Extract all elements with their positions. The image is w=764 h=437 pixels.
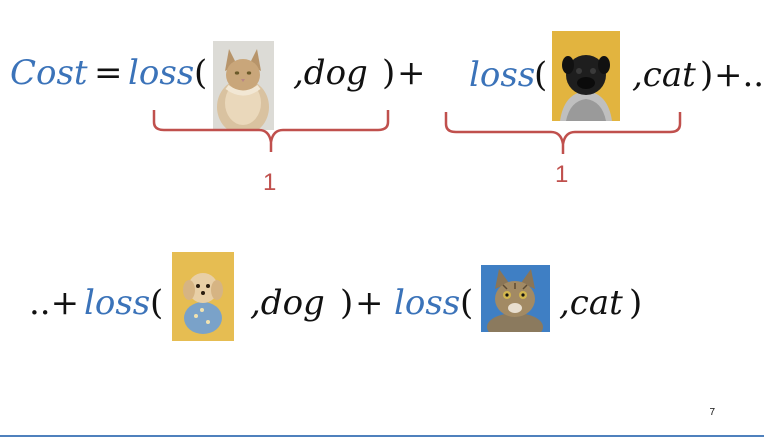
paren-close-1: ) — [382, 53, 396, 93]
paren-close-2: ) — [700, 55, 714, 95]
loss-func-3: loss — [84, 283, 151, 323]
brace-value-1: 1 — [263, 169, 277, 196]
small-dog-icon — [172, 252, 234, 341]
brace-value-2: 1 — [555, 161, 569, 188]
page-number: 7 — [709, 407, 715, 418]
loss-func-2: loss — [469, 55, 536, 95]
label-cat-1: ,cat — [632, 55, 696, 95]
long-haired-cat-icon — [213, 41, 274, 130]
brace-1 — [152, 110, 390, 152]
paren-open-3: ( — [150, 283, 164, 323]
paren-close-3: ) — [340, 283, 354, 323]
plus-3: + — [355, 283, 384, 323]
loss-func-4: loss — [394, 283, 461, 323]
plus-1: + — [397, 53, 426, 93]
tabby-cat-icon — [481, 265, 550, 332]
cost-label: Cost — [10, 53, 88, 93]
paren-open-4: ( — [460, 283, 474, 323]
paren-open-1: ( — [194, 53, 208, 93]
paren-close-4: ) — [629, 283, 643, 323]
plus-ellipsis: +.. — [714, 55, 764, 95]
footer-bar — [0, 435, 764, 437]
leading-ellipsis: ..+ — [29, 283, 80, 323]
loss-func-1: loss — [128, 53, 195, 93]
label-dog-1: ,dog — [293, 53, 368, 93]
label-dog-2: ,dog — [250, 283, 325, 323]
equals-sign: = — [94, 53, 123, 93]
pug-dog-icon — [552, 31, 620, 121]
paren-open-2: ( — [534, 55, 548, 95]
brace-2 — [444, 112, 682, 154]
label-cat-2: ,cat — [559, 283, 623, 323]
